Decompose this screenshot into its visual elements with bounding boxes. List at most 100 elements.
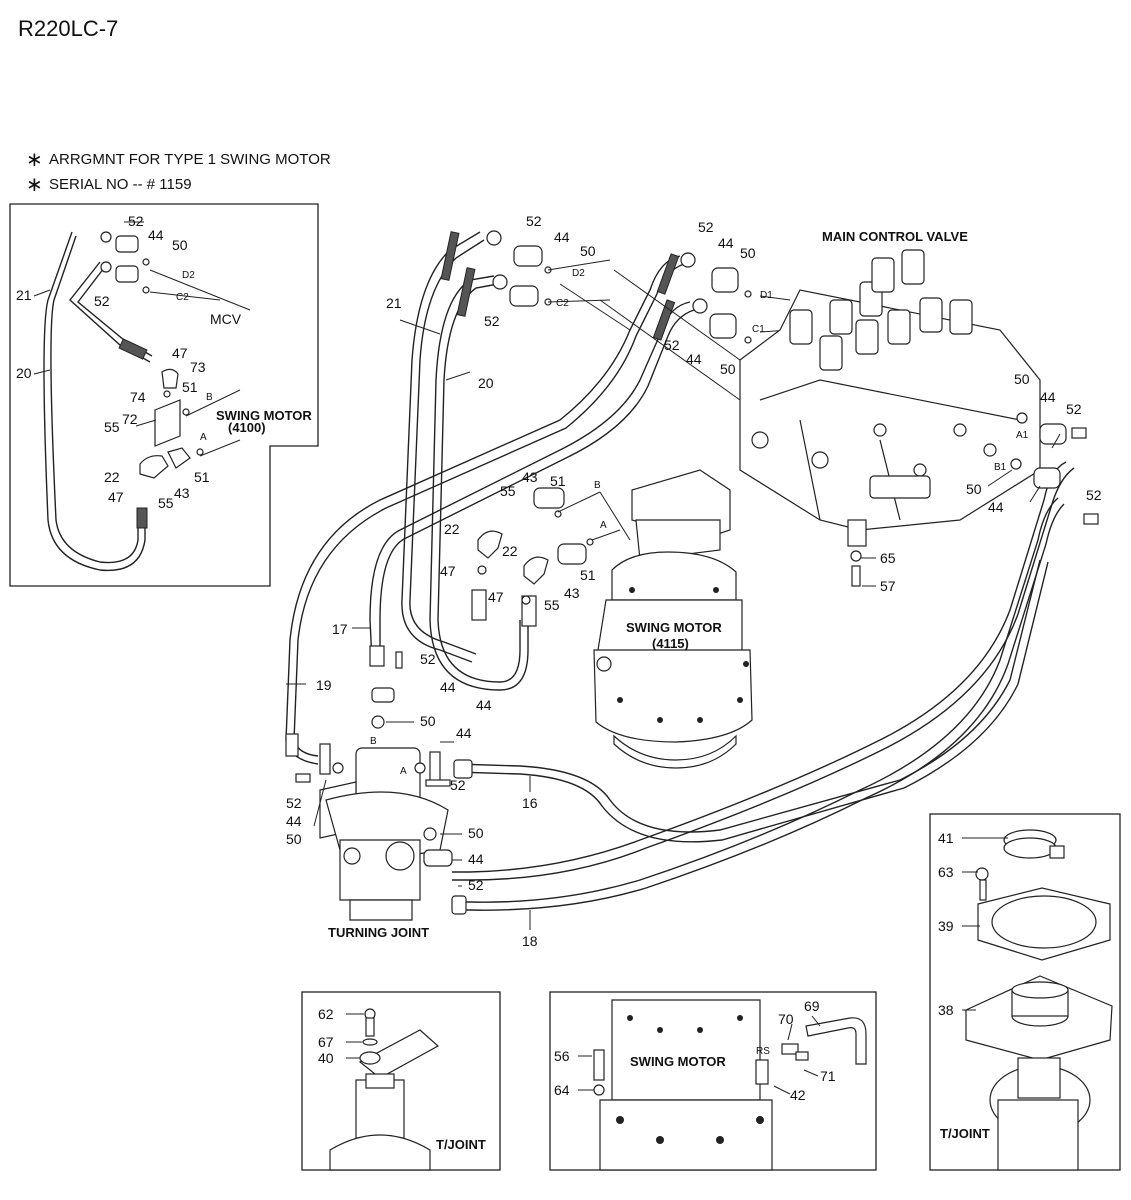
- inset-callout-51-top: 51: [182, 379, 198, 395]
- tj-port-a: A: [400, 766, 407, 777]
- port-b: B: [594, 480, 601, 491]
- port-a: A: [600, 520, 607, 531]
- callout-47-mid-2: 47: [488, 589, 504, 605]
- leader-lines: [286, 319, 1061, 930]
- callout-50-tj-1: 50: [420, 713, 436, 729]
- callout-44-tj-3: 44: [468, 851, 484, 867]
- inset-callout-21: 21: [16, 287, 32, 303]
- note-serial-number: SERIAL NO -- # 1159: [49, 176, 192, 193]
- callout-62: 62: [318, 1006, 334, 1022]
- callout-22-mid-1: 22: [444, 521, 460, 537]
- callout-17: 17: [332, 621, 348, 637]
- callout-43-mid-1: 43: [522, 469, 538, 485]
- inset-callout-52-top: 52: [128, 213, 144, 229]
- inset-callout-55-top: 55: [104, 419, 120, 435]
- callout-44-mid-2: 44: [476, 697, 492, 713]
- callout-50-top-3: 50: [720, 361, 736, 377]
- inset-callout-43: 43: [174, 485, 190, 501]
- callout-70: 70: [778, 1011, 794, 1027]
- callout-50-right-2: 50: [966, 481, 982, 497]
- tj-port-b: B: [370, 736, 377, 747]
- callout-16: 16: [522, 795, 538, 811]
- note-type1-swing-motor: ARRGMNT FOR TYPE 1 SWING MOTOR: [49, 151, 331, 168]
- swing-motor-label: SWING MOTOR: [626, 620, 722, 635]
- inset-swing-motor-code: (4100): [228, 420, 266, 435]
- port-c2: C2: [556, 298, 569, 309]
- main-callouts: 52 44 50 21 52 20 52 44 50 52 44 50 50 4…: [286, 213, 1102, 949]
- inset-type1-swing-motor: 52 44 50 21 52 20 47 73 51 74 72 55 22 4…: [9, 203, 319, 587]
- inset-frame: [9, 203, 319, 587]
- port-d2: D2: [572, 268, 585, 279]
- callout-69: 69: [804, 998, 820, 1014]
- callout-44-top-1: 44: [554, 229, 570, 245]
- inset-callout-44: 44: [148, 227, 164, 243]
- callout-44-tj-2: 44: [286, 813, 302, 829]
- inset-swing-motor-label: SWING MOTOR: [216, 408, 312, 423]
- callout-52-right-1: 52: [1066, 401, 1082, 417]
- inset-callout-55-bottom: 55: [158, 495, 174, 511]
- callout-41: 41: [938, 830, 954, 846]
- callout-50-tj-3: 50: [468, 825, 484, 841]
- callout-51-mid-1: 51: [550, 473, 566, 489]
- callout-44-top-3: 44: [686, 351, 702, 367]
- callout-65: 65: [880, 550, 896, 566]
- port-rs: RS: [756, 1046, 770, 1057]
- callout-50-tj-2: 50: [286, 831, 302, 847]
- callout-52-tj-1: 52: [450, 777, 466, 793]
- callout-52-top-4: 52: [664, 337, 680, 353]
- callout-21: 21: [386, 295, 402, 311]
- callout-44-right-2: 44: [988, 499, 1004, 515]
- port-d1: D1: [760, 290, 773, 301]
- callout-44-mid-1: 44: [440, 679, 456, 695]
- note-star-1: ∗: [26, 149, 43, 171]
- inset-tjoint-right: 41 63 39 38 T/JOINT: [929, 813, 1121, 1171]
- callout-47-mid-1: 47: [440, 563, 456, 579]
- inset-port-d2: D2: [182, 270, 195, 281]
- callout-71: 71: [820, 1068, 836, 1084]
- inset-callout-52-bottom: 52: [94, 293, 110, 309]
- main-hose-assembly: [285, 231, 1075, 915]
- main-control-valve: [739, 249, 1099, 587]
- callout-39: 39: [938, 918, 954, 934]
- inset-callout-73: 73: [190, 359, 206, 375]
- port-b1: B1: [994, 462, 1007, 473]
- callout-44-top-2: 44: [718, 235, 734, 251]
- callout-43-mid-2: 43: [564, 585, 580, 601]
- callout-52-right-2: 52: [1086, 487, 1102, 503]
- inset-mcv-label: MCV: [210, 311, 242, 327]
- inset-swing-motor-bottom: 56 64 69 70 71 42 RS SWING MOTOR: [549, 991, 877, 1171]
- callout-63: 63: [938, 864, 954, 880]
- callout-19: 19: [316, 677, 332, 693]
- callout-64: 64: [554, 1082, 570, 1098]
- callout-52-mid: 52: [420, 651, 436, 667]
- tjoint-bottom-label: T/JOINT: [436, 1137, 486, 1152]
- callout-52-tj-2: 52: [286, 795, 302, 811]
- callout-52-top-1: 52: [526, 213, 542, 229]
- callout-56: 56: [554, 1048, 570, 1064]
- port-a1: A1: [1016, 430, 1029, 441]
- turning-joint-label: TURNING JOINT: [328, 925, 429, 940]
- inset-port-a: A: [200, 432, 207, 443]
- inset-port-c2: C2: [176, 292, 189, 303]
- callout-67: 67: [318, 1034, 334, 1050]
- callout-20: 20: [478, 375, 494, 391]
- callout-22-mid-2: 22: [502, 543, 518, 559]
- callout-42: 42: [790, 1087, 806, 1103]
- diagram-title: R220LC-7: [18, 16, 118, 41]
- inset-tjoint-bottom-left: 62 67 40 T/JOINT: [301, 991, 501, 1171]
- callout-50-top-1: 50: [580, 243, 596, 259]
- callout-44-tj-1: 44: [456, 725, 472, 741]
- callout-52-tj-3: 52: [468, 877, 484, 893]
- inset-callout-72: 72: [122, 411, 138, 427]
- swing-motor-bottom-label: SWING MOTOR: [630, 1054, 726, 1069]
- tjoint-right-label: T/JOINT: [940, 1126, 990, 1141]
- callout-52-top-3: 52: [698, 219, 714, 235]
- callout-18: 18: [522, 933, 538, 949]
- note-star-2: ∗: [26, 174, 43, 196]
- callout-52-top-2: 52: [484, 313, 500, 329]
- turning-joint: [295, 715, 453, 921]
- callout-38: 38: [938, 1002, 954, 1018]
- top-flange-group: [486, 230, 791, 401]
- callout-55-mid-1: 55: [500, 483, 516, 499]
